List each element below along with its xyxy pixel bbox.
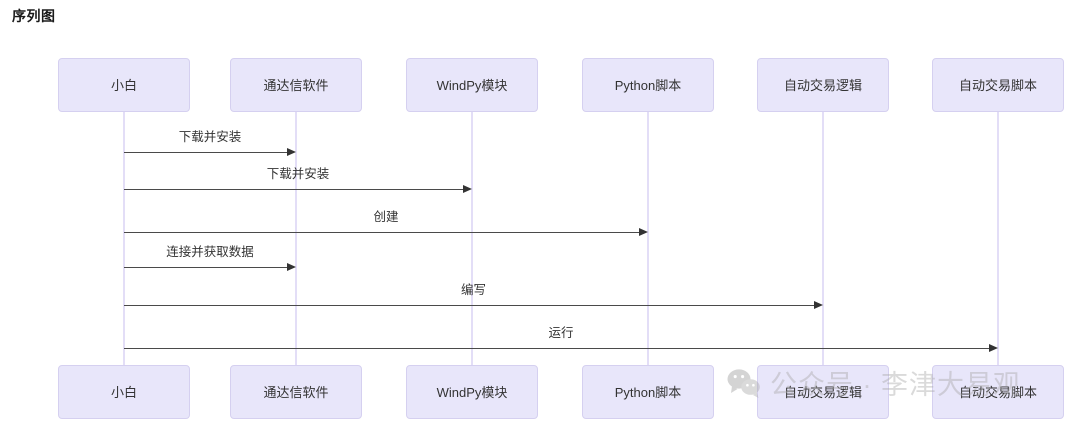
lifeline-p4 [647,112,649,365]
message-label: 连接并获取数据 [166,245,254,259]
arrowhead-icon [287,147,296,156]
message-label: 编写 [460,283,487,297]
participant-box-bottom-p2[interactable]: 通达信软件 [230,365,362,419]
message-label: 创建 [373,210,399,224]
message-line [124,267,288,268]
arrowhead-icon [287,262,296,271]
message-line [124,232,640,233]
participant-box-top-p4[interactable]: Python脚本 [582,58,714,112]
arrowhead-icon [814,300,823,309]
participant-label: WindPy模块 [436,384,508,400]
lifeline-p5 [822,112,824,365]
message-line [124,305,815,306]
lifeline-p3 [471,112,473,365]
participant-label: 小白 [110,384,137,400]
arrowhead-icon [463,184,472,193]
lifeline-p2 [295,112,297,365]
participant-label: WindPy模块 [436,77,508,93]
message-line [124,152,288,153]
arrowhead-icon [639,227,648,236]
participant-label: 通达信软件 [263,77,329,93]
participant-box-top-p6[interactable]: 自动交易脚本 [932,58,1064,112]
participant-box-top-p1[interactable]: 小白 [58,58,190,112]
participant-label: 自动交易脚本 [958,384,1037,400]
participant-label: Python脚本 [614,384,682,400]
page-title: 序列图 [12,8,56,24]
participant-label: 自动交易逻辑 [783,384,862,400]
participant-label: 自动交易脚本 [958,77,1037,93]
participant-box-top-p2[interactable]: 通达信软件 [230,58,362,112]
message-label: 下载并安装 [178,130,242,144]
lifeline-p1 [123,112,125,365]
participant-box-bottom-p3[interactable]: WindPy模块 [406,365,538,419]
participant-box-bottom-p5[interactable]: 自动交易逻辑 [757,365,889,419]
participant-label: 小白 [110,77,137,93]
participant-box-bottom-p6[interactable]: 自动交易脚本 [932,365,1064,419]
message-label: 下载并安装 [266,167,330,181]
message-line [124,189,464,190]
arrowhead-icon [989,343,998,352]
participant-box-bottom-p1[interactable]: 小白 [58,365,190,419]
lifeline-p6 [997,112,999,365]
participant-box-bottom-p4[interactable]: Python脚本 [582,365,714,419]
message-label: 运行 [548,326,574,340]
participant-box-top-p5[interactable]: 自动交易逻辑 [757,58,889,112]
participant-label: 通达信软件 [263,384,329,400]
participant-label: 自动交易逻辑 [783,77,862,93]
participant-box-top-p3[interactable]: WindPy模块 [406,58,538,112]
message-line [124,348,990,349]
participant-label: Python脚本 [614,77,682,93]
